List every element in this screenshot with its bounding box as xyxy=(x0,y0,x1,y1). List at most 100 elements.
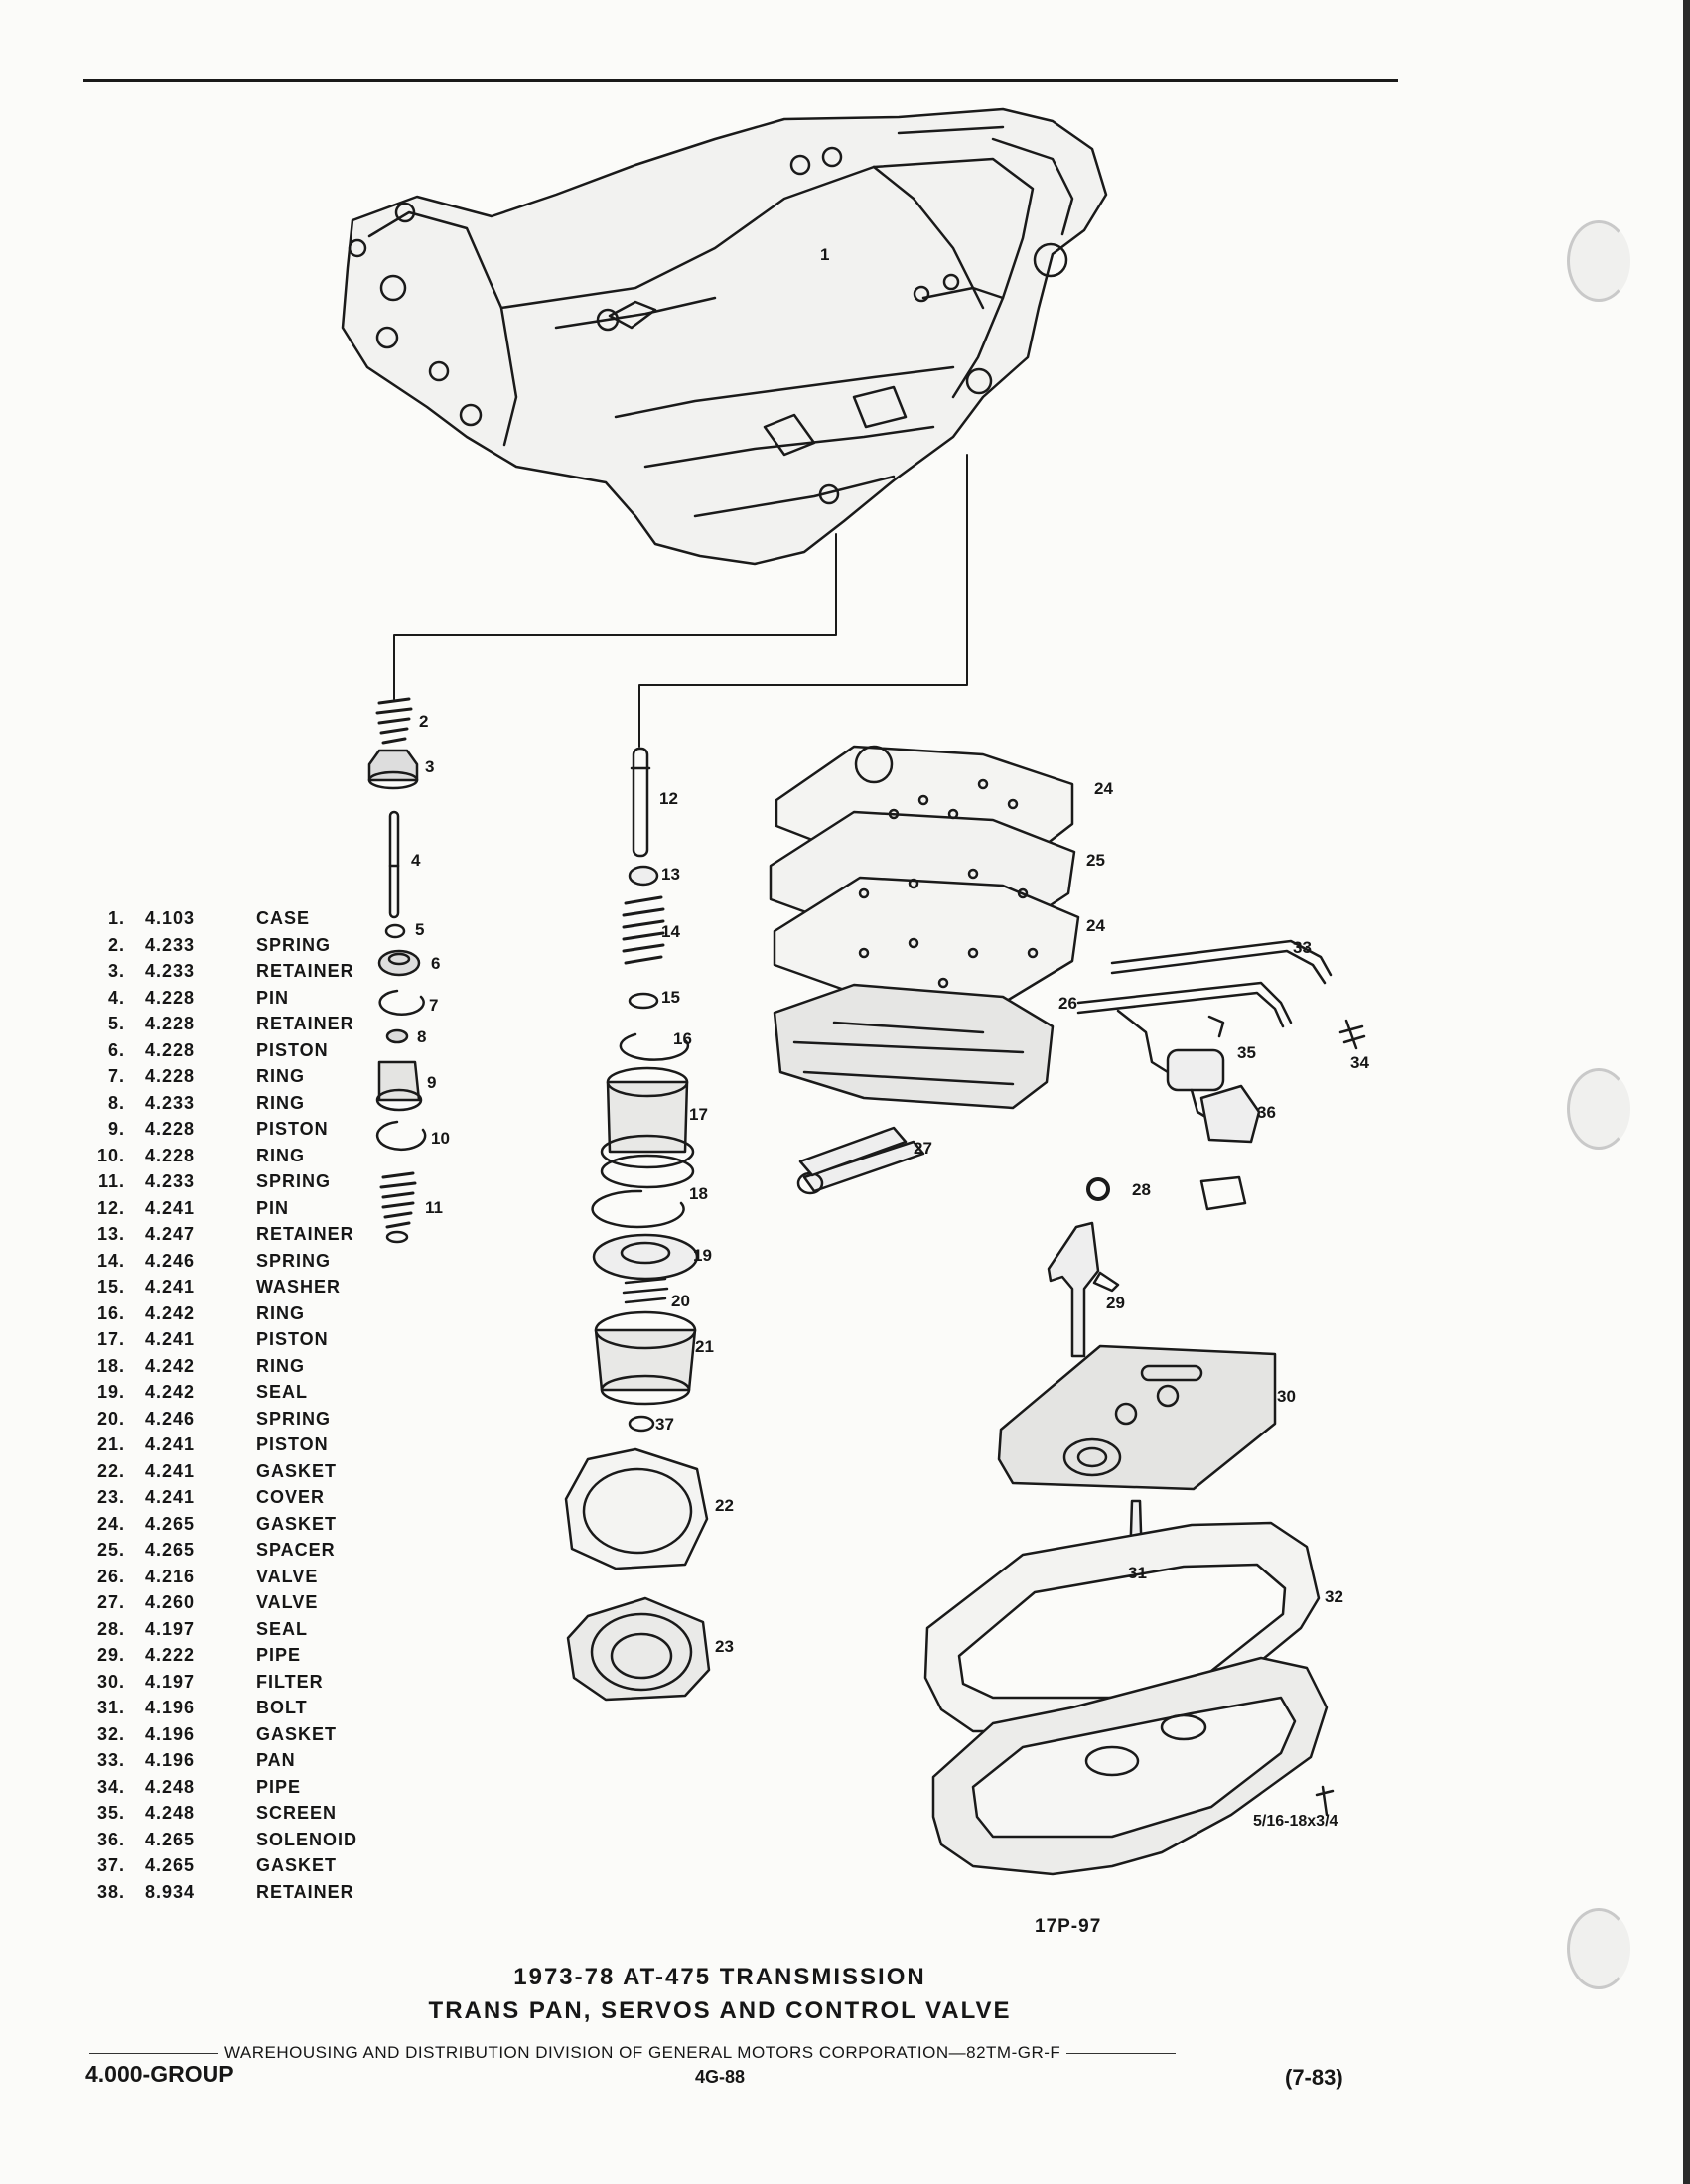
part-number: 32. xyxy=(96,1723,125,1744)
part-name: PIN xyxy=(256,1197,290,1218)
callout-label: 29 xyxy=(1106,1294,1125,1312)
part-group-code: 4.242 xyxy=(145,1302,196,1323)
callout-label: 12 xyxy=(659,789,678,808)
footer-division-line: WAREHOUSING AND DISTRIBUTION DIVISION OF… xyxy=(83,2043,1354,2063)
binder-edge xyxy=(1683,0,1690,2184)
part-number: 29. xyxy=(96,1645,125,1665)
part-name: PISTON xyxy=(256,1119,329,1139)
part-number: 20. xyxy=(96,1408,125,1429)
part-name: RING xyxy=(256,1092,305,1113)
part-name: SCREEN xyxy=(256,1803,338,1823)
callout-label: 17 xyxy=(689,1105,708,1124)
callout-label: 24 xyxy=(1094,779,1113,798)
part-number: 31. xyxy=(96,1698,125,1717)
callout-label: 22 xyxy=(715,1496,734,1515)
part-name: RETAINER xyxy=(256,961,354,981)
part-group-code: 8.934 xyxy=(145,1881,196,1902)
part-number: 1. xyxy=(107,908,125,928)
part-number: 7. xyxy=(107,1066,125,1086)
part-group-code: 4.197 xyxy=(145,1618,196,1639)
part-group-code: 4.233 xyxy=(145,934,196,955)
callout-label: 25 xyxy=(1086,851,1105,870)
part-number: 13. xyxy=(96,1224,125,1244)
part-group-code: 4.241 xyxy=(145,1329,196,1349)
part-group-code: 4.233 xyxy=(145,1171,196,1191)
figure-code: 17P-97 xyxy=(1035,1916,1102,1937)
part-name: GASKET xyxy=(256,1855,338,1875)
part-group-code: 4.228 xyxy=(145,1119,196,1139)
callout-label: 18 xyxy=(689,1184,708,1203)
callout-label: 30 xyxy=(1277,1387,1296,1406)
callout-label: 32 xyxy=(1325,1587,1343,1606)
part-name: RING xyxy=(256,1145,305,1165)
part-group-code: 4.265 xyxy=(145,1513,196,1534)
part-name: BOLT xyxy=(256,1698,308,1717)
part-name: SPRING xyxy=(256,1408,332,1429)
part-group-code: 4.196 xyxy=(145,1750,196,1770)
pipe-solenoid-group xyxy=(1076,939,1366,1211)
part-number: 17. xyxy=(96,1329,125,1349)
top-rule xyxy=(83,79,1398,82)
callout-label: 5 xyxy=(415,920,424,939)
part-number: 8. xyxy=(107,1092,125,1113)
part-number: 12. xyxy=(96,1197,125,1218)
part-number: 10. xyxy=(96,1145,125,1165)
callout-label: 35 xyxy=(1237,1043,1256,1062)
page-subtitle: TRANS PAN, SERVOS AND CONTROL VALVE xyxy=(428,1997,1012,2024)
part-group-code: 4.241 xyxy=(145,1460,196,1481)
part-name: RING xyxy=(256,1302,305,1323)
part-group-code: 4.241 xyxy=(145,1277,196,1297)
parts-list-row: 3. 4.233 RETAINER xyxy=(79,958,397,985)
part-group-code: 4.197 xyxy=(145,1671,196,1692)
part-number: 18. xyxy=(96,1355,125,1376)
part-group-code: 4.233 xyxy=(145,1092,196,1113)
punch-hole-top xyxy=(1567,220,1630,302)
callout-label: 21 xyxy=(695,1337,714,1356)
callout-label: 7 xyxy=(429,996,438,1015)
callout-label: 2 xyxy=(419,712,428,731)
part-name: PISTON xyxy=(256,1329,329,1349)
part-number: 27. xyxy=(96,1592,125,1612)
punch-hole-bottom xyxy=(1567,1908,1630,1989)
part-name: SPRING xyxy=(256,1250,332,1271)
part-name: PISTON xyxy=(256,1434,329,1454)
callout-label: 26 xyxy=(1058,994,1077,1013)
part-group-code: 4.196 xyxy=(145,1698,196,1717)
part-group-code: 4.242 xyxy=(145,1382,196,1402)
part-number: 23. xyxy=(96,1487,125,1507)
callout-label: 20 xyxy=(671,1292,690,1310)
footer-division-text: WAREHOUSING AND DISTRIBUTION DIVISION OF… xyxy=(224,2043,1061,2062)
part-name: GASKET xyxy=(256,1460,338,1481)
part-group-code: 4.103 xyxy=(145,908,196,928)
part-number: 3. xyxy=(107,961,125,981)
parts-list-row: 8. 4.233 RING xyxy=(79,1090,397,1117)
callout-label: 13 xyxy=(661,865,680,884)
part-name: FILTER xyxy=(256,1671,324,1692)
part-number: 34. xyxy=(96,1776,125,1797)
part-number: 15. xyxy=(96,1277,125,1297)
part-name: SPRING xyxy=(256,934,332,955)
parts-list-row: 17. 4.241 PISTON xyxy=(79,1326,397,1353)
servo-parts-center xyxy=(564,747,711,1702)
part-number: 11. xyxy=(97,1171,125,1191)
part-name: VALVE xyxy=(256,1592,319,1612)
part-group-code: 4.233 xyxy=(145,961,196,981)
part-name: SPACER xyxy=(256,1540,336,1560)
footer-date: (7-83) xyxy=(1285,2065,1343,2090)
